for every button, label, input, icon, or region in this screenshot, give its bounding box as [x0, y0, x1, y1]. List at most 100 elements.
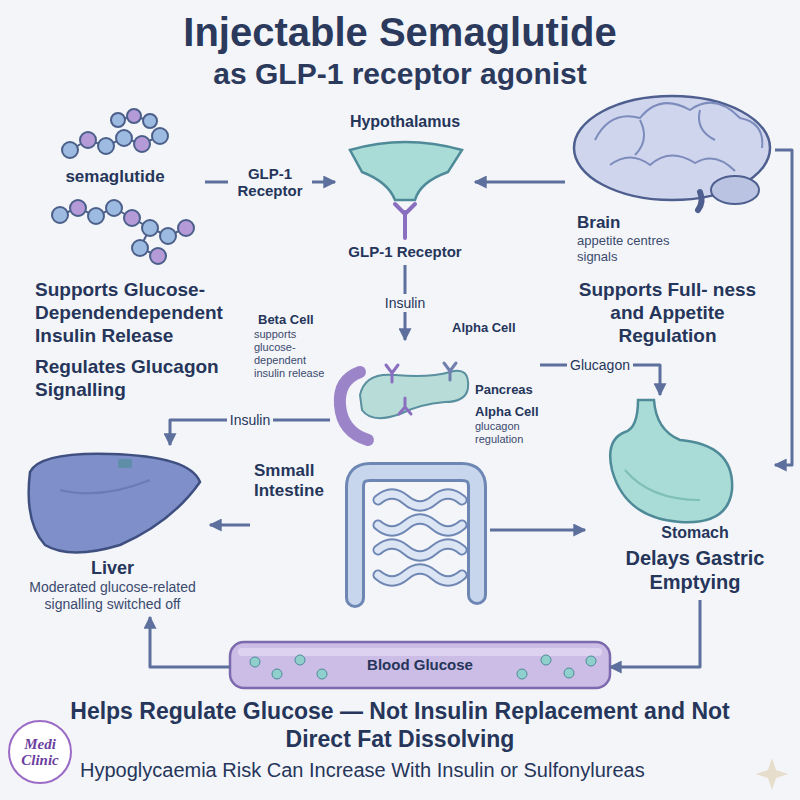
organ-node: Smmall Intestine: [250, 455, 490, 610]
connector-arrow: [210, 524, 250, 527]
connector-arrow: [490, 529, 585, 532]
cell-label: Alpha Cell: [452, 320, 516, 335]
node-text: appetite centres signals: [577, 233, 702, 265]
organ-node: Brainappetite centres signals: [565, 95, 775, 269]
node-heading: semaglutide: [25, 167, 205, 187]
art-circle: [517, 669, 527, 679]
art-circle: [111, 113, 125, 127]
edge-label: Insulin: [382, 294, 428, 312]
node-heading: Brain: [577, 213, 775, 233]
node-heading: Smmall Intestine: [254, 461, 338, 501]
title: Injectable Semaglutide: [0, 8, 800, 56]
effect-heading: Regulates Glucagon Signalling: [35, 355, 250, 401]
connector-arrow: [610, 600, 700, 667]
cell-label: Alpha Cell: [475, 404, 539, 419]
edge-label: Insulin: [227, 411, 273, 429]
art-circle: [160, 228, 176, 244]
art-circle: [52, 207, 68, 223]
band-node: Blood Glucose: [230, 642, 610, 688]
organ-node: LiverModerated glucose-related signallin…: [15, 445, 210, 617]
liver: [29, 454, 200, 553]
stomach: [610, 400, 732, 522]
node-heading: Liver: [15, 558, 210, 579]
art-circle: [295, 655, 305, 665]
art-circle: [80, 132, 96, 148]
art-circle: [88, 208, 104, 224]
art-ellipse: [711, 176, 759, 204]
connector-arrow: [775, 150, 792, 465]
cell-note: glucagon regulation: [475, 420, 570, 446]
logo-circle: [9, 721, 71, 783]
organ-node: HypothalamusGLP-1 Receptor: [335, 112, 475, 265]
art-circle: [62, 142, 78, 158]
caption: Helps Regulate Glucose — Not Insulin Rep…: [60, 697, 740, 753]
brain: [574, 96, 770, 210]
art-path: [60, 480, 150, 493]
node-heading: Pancreas: [475, 382, 540, 398]
art-circle: [317, 669, 327, 679]
art-path: [610, 400, 732, 522]
edge-label: GLP-1 Receptor: [228, 164, 312, 200]
organ-node: StomachDelays Gastric Emptying: [585, 395, 775, 600]
art-circle: [116, 130, 132, 146]
art-rect: [230, 642, 610, 688]
art-rect: [118, 459, 132, 468]
art-circle: [70, 200, 86, 216]
effect-heading: Supports Full- ness and Appetite Regulat…: [560, 278, 775, 347]
cell-label: Beta Cell: [258, 312, 314, 327]
art-path: [386, 365, 398, 382]
art-path: [355, 472, 477, 598]
art-path: [378, 494, 462, 581]
art-circle: [250, 657, 260, 667]
node-text: GLP-1 Receptor: [335, 243, 475, 261]
art-circle: [132, 240, 148, 256]
art-circle: [124, 210, 140, 226]
art-circle: [178, 220, 194, 236]
art-circle: [272, 669, 282, 679]
node-text: Delays Gastric Emptying: [615, 546, 775, 594]
effect-heading: Supports Glucose- Dependendependent Insu…: [35, 278, 250, 347]
art-circle: [98, 138, 114, 154]
node-heading: Stomach: [615, 523, 775, 542]
art-path: [444, 363, 456, 380]
art-circle: [134, 136, 150, 152]
art-path: [625, 470, 700, 500]
edge-label: Glucagon: [567, 356, 633, 374]
art-path: [350, 142, 462, 200]
art-path: [595, 103, 762, 171]
art-path: [378, 494, 462, 581]
warning-note: Hypoglycaemia Risk Can Increase With Ins…: [80, 758, 790, 782]
organ-node: Pancreas: [330, 340, 540, 445]
art-path: [360, 371, 468, 418]
art-circle: [152, 128, 168, 144]
blood-band: [230, 642, 610, 688]
art-circle: [143, 114, 157, 128]
molecule: [52, 109, 194, 264]
cell-note: supports glucose-dependent insulin relea…: [254, 328, 330, 380]
art-circle: [541, 655, 551, 665]
sparkle: [756, 758, 788, 790]
art-circle: [106, 200, 122, 216]
hypothalamus: [350, 142, 462, 238]
connector-arrow: [475, 181, 565, 184]
pancreas: [340, 363, 468, 440]
art-path: [29, 454, 200, 553]
logo-text: Medi Clinic: [12, 736, 68, 768]
molecule-node: semaglutide: [25, 115, 205, 265]
art-circle: [586, 656, 596, 666]
art-path: [399, 398, 411, 414]
subtitle: as GLP-1 receptor agonist: [0, 56, 800, 92]
art-circle: [150, 248, 166, 264]
art-path: [355, 472, 477, 598]
art-circle: [564, 668, 574, 678]
art-path: [698, 192, 702, 210]
connector-arrow: [150, 617, 230, 667]
art-circle: [142, 220, 158, 236]
art-path: [395, 204, 415, 238]
node-text: Moderated glucose-related signalling swi…: [15, 579, 210, 613]
intestine: [355, 472, 477, 598]
node-heading: Blood Glucose: [230, 642, 610, 688]
node-heading: Hypothalamus: [335, 112, 475, 131]
art-circle: [127, 109, 141, 123]
